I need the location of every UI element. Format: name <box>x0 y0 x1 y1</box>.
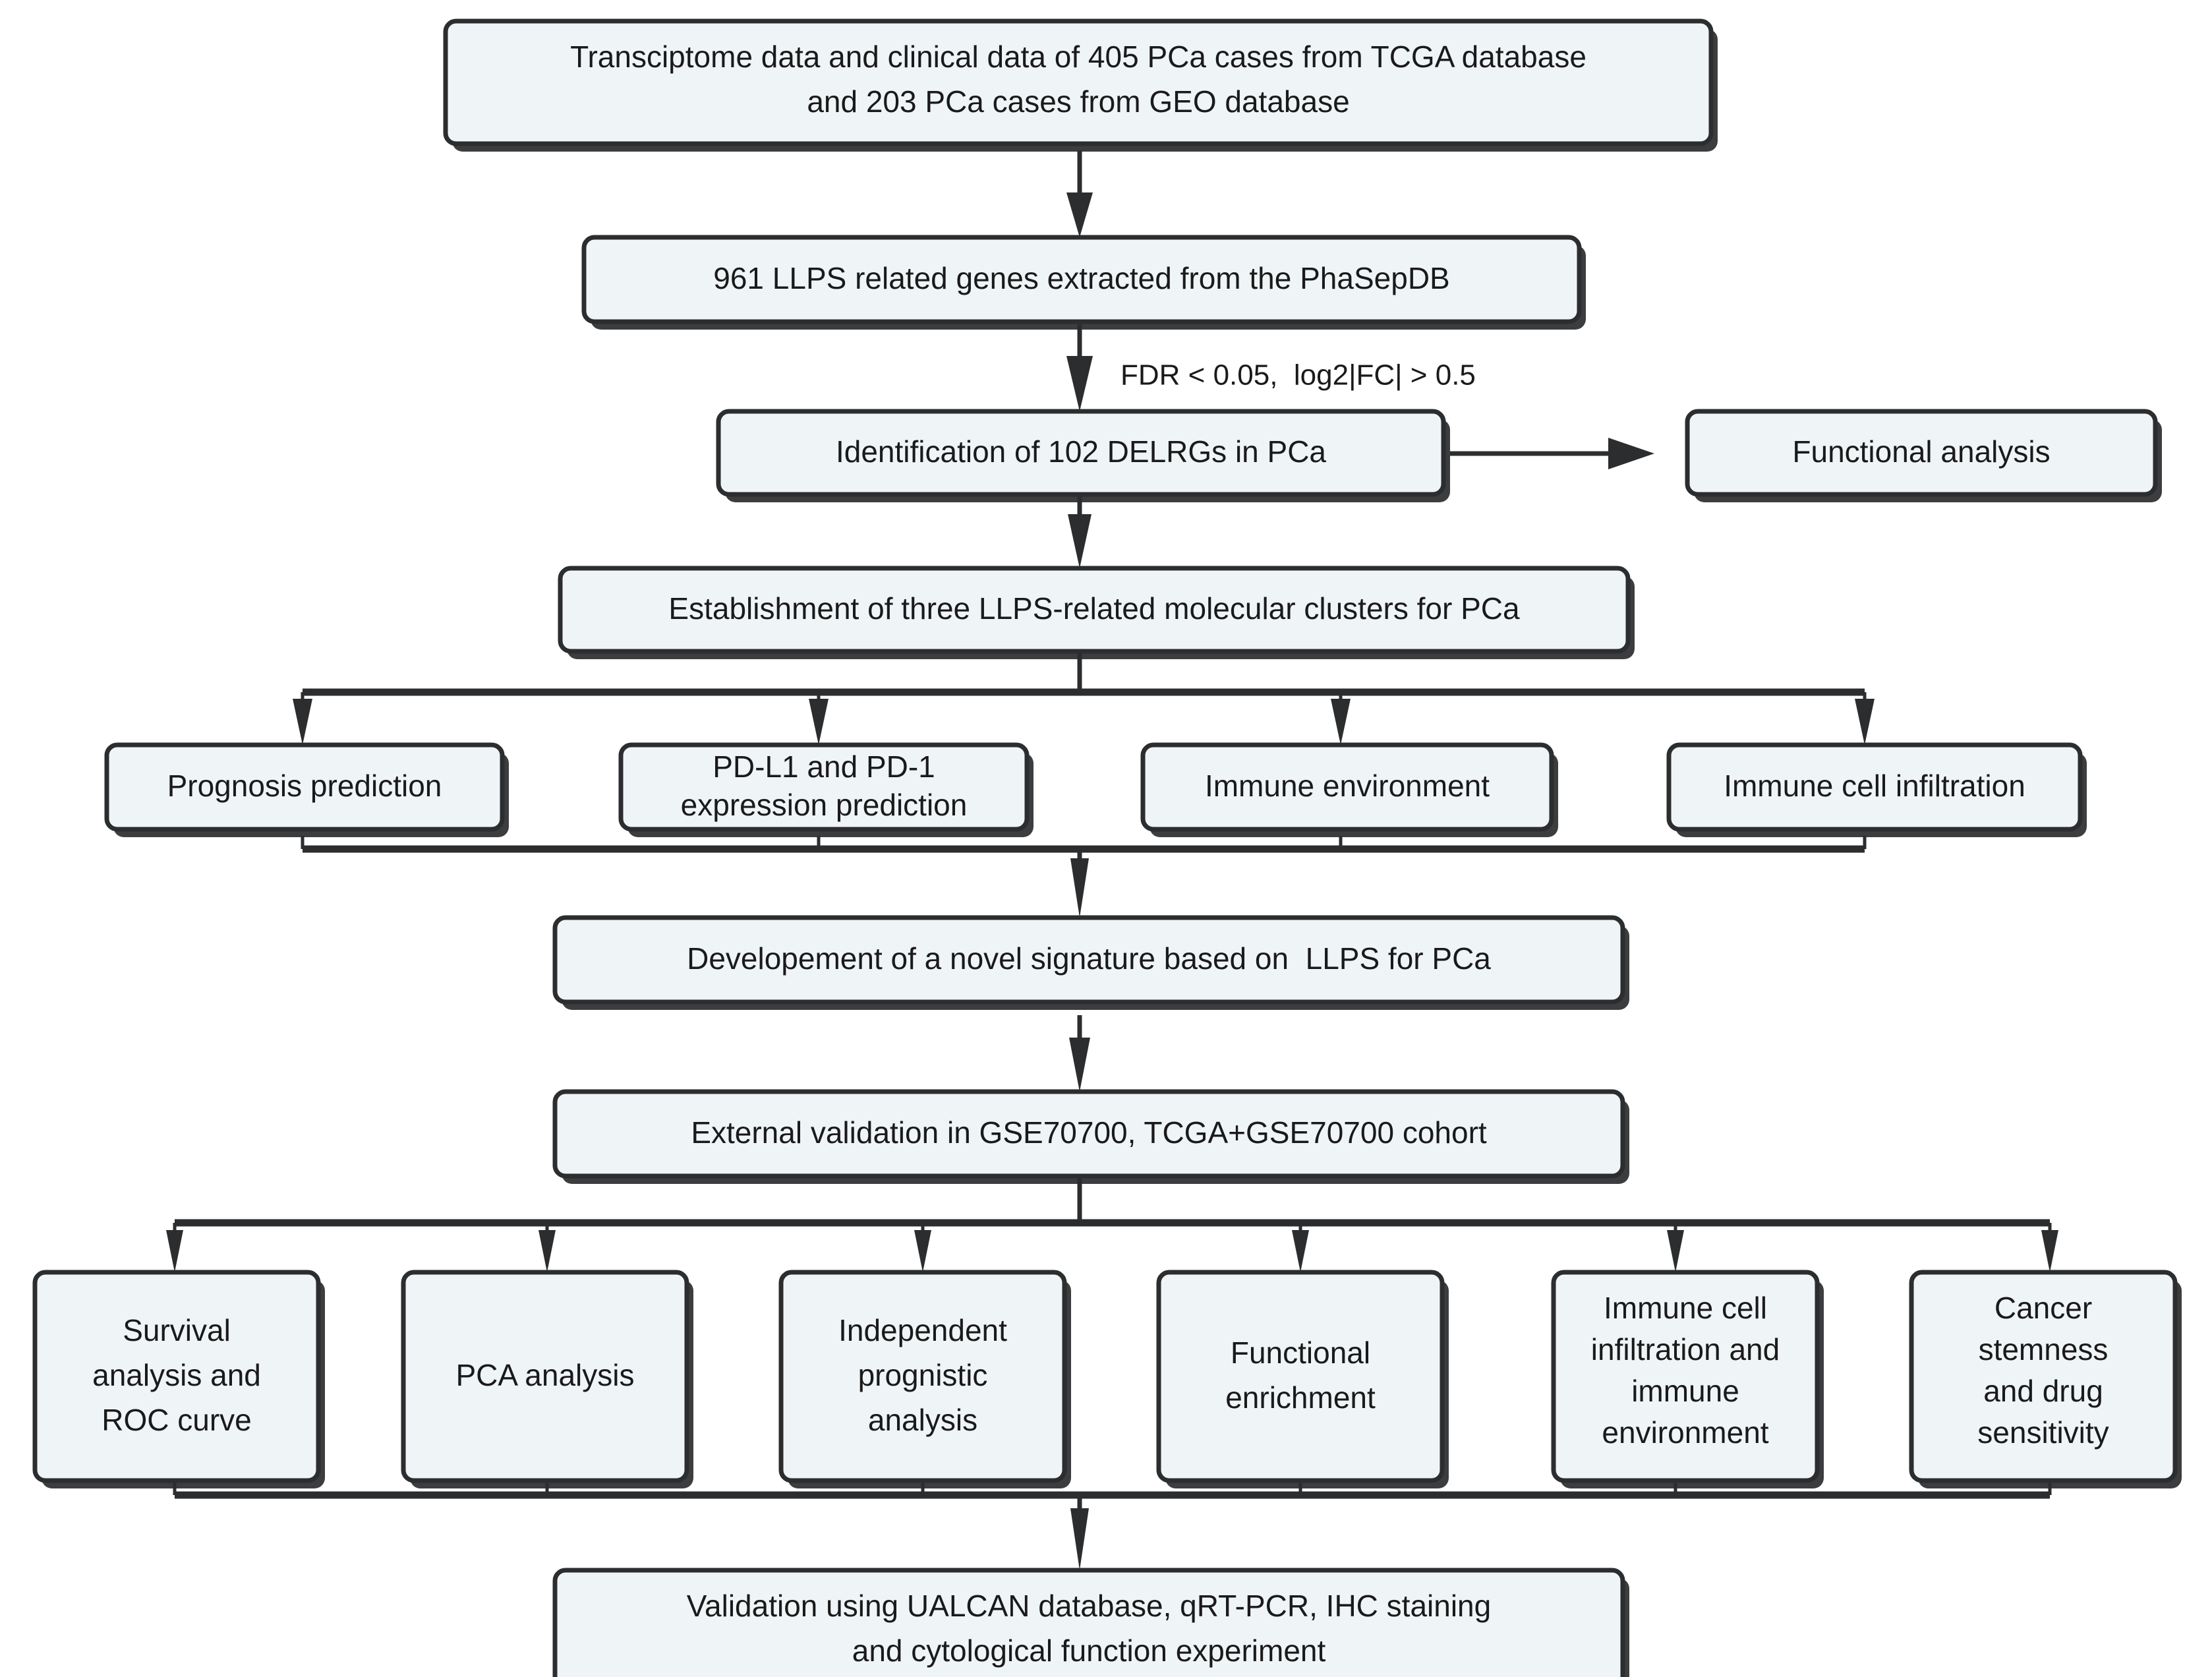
node-prognosis-prediction-box <box>104 742 505 832</box>
edge-delrgs-to-functional-analysis <box>1450 438 1654 469</box>
node-pdl1-pd1-box <box>618 742 1030 832</box>
node-clusters[interactable]: Establishment of three LLPS-related mole… <box>558 566 1635 659</box>
node-prognosis-prediction[interactable]: Prognosis prediction <box>104 742 509 837</box>
node-functional-enrichment-line-1: Functional <box>1231 1336 1370 1370</box>
node-delrgs-box <box>716 409 1446 497</box>
node-immune-cell-infiltration-box <box>1666 742 2083 832</box>
node-data-source-line-2: and 203 PCa cases from GEO database <box>807 84 1349 119</box>
node-final-validation-box <box>552 1568 1625 1677</box>
node-immune-infiltration-env-line-2: infiltration and <box>1591 1332 1780 1367</box>
edge-branch-merge-to-signature <box>301 836 1867 918</box>
node-independent-prognostic-line-3: analysis <box>868 1403 977 1437</box>
node-independent-prognostic-line-2: prognistic <box>858 1358 988 1392</box>
node-immune-infiltration-env-line-3: immune <box>1631 1374 1739 1408</box>
node-cancer-stemness-line-3: and drug <box>1983 1374 2103 1408</box>
node-immune-cell-infiltration[interactable]: Immune cell infiltration <box>1666 742 2087 837</box>
node-immune-infiltration-env[interactable]: Immune cell infiltration and immune envi… <box>1551 1270 1824 1488</box>
node-signature-development-box <box>552 915 1625 1005</box>
edge-signature-to-external-validation <box>1069 1015 1090 1092</box>
node-cancer-stemness[interactable]: Cancer stemness and drug sensitivity <box>1909 1270 2182 1488</box>
node-pca-analysis[interactable]: PCA analysis <box>401 1270 693 1488</box>
edge-delrgs-to-clusters <box>1068 493 1091 568</box>
node-llps-genes-label: 961 LLPS related genes extracted from th… <box>713 261 1449 295</box>
node-data-source[interactable]: Transciptome data and clinical data of 4… <box>443 18 1718 152</box>
node-functional-analysis-box <box>1685 409 2158 497</box>
node-survival-roc-line-2: analysis and <box>92 1358 261 1392</box>
node-llps-genes[interactable]: 961 LLPS related genes extracted from th… <box>581 235 1586 330</box>
node-delrgs[interactable]: Identification of 102 DELRGs in PCa <box>716 409 1450 502</box>
node-survival-roc[interactable]: Survival analysis and ROC curve <box>32 1270 325 1488</box>
edge-llps-genes-to-delrgs <box>1066 324 1093 411</box>
node-external-validation-label: External validation in GSE70700, TCGA+GS… <box>691 1115 1487 1150</box>
node-pca-analysis-label: PCA analysis <box>455 1358 634 1392</box>
node-pdl1-pd1-line-2: expression prediction <box>681 788 968 822</box>
node-functional-enrichment[interactable]: Functional enrichment <box>1156 1270 1449 1488</box>
node-functional-analysis[interactable]: Functional analysis <box>1685 409 2162 502</box>
node-immune-environment-box <box>1140 742 1554 832</box>
node-functional-analysis-label: Functional analysis <box>1792 434 2050 469</box>
node-functional-enrichment-box <box>1156 1270 1445 1483</box>
node-final-validation[interactable]: Validation using UALCAN database, qRT-PC… <box>552 1568 1629 1677</box>
node-immune-environment-label: Immune environment <box>1205 769 1490 803</box>
node-cancer-stemness-line-1: Cancer <box>1994 1291 2092 1325</box>
edge-label-fdr-filter: FDR < 0.05, log2|FC| > 0.5 <box>1121 359 1476 392</box>
node-pdl1-pd1-line-1: PD-L1 and PD-1 <box>713 750 935 784</box>
node-clusters-box <box>558 566 1631 654</box>
node-delrgs-label: Identification of 102 DELRGs in PCa <box>836 434 1326 469</box>
node-data-source-line-1: Transciptome data and clinical data of 4… <box>570 40 1586 74</box>
node-llps-genes-box <box>581 235 1582 324</box>
node-signature-development[interactable]: Developement of a novel signature based … <box>552 915 1629 1010</box>
node-prognosis-prediction-label: Prognosis prediction <box>167 769 442 803</box>
node-final-validation-line-2: and cytological function experiment <box>852 1633 1326 1668</box>
edge-clusters-split <box>293 643 1875 745</box>
edge-data-source-to-llps-genes <box>1066 150 1093 237</box>
node-immune-cell-infiltration-label: Immune cell infiltration <box>1724 769 2025 803</box>
node-signature-development-label: Developement of a novel signature based … <box>687 941 1491 976</box>
node-clusters-label: Establishment of three LLPS-related mole… <box>668 591 1520 626</box>
edge-external-validation-split <box>166 1173 2058 1272</box>
node-pca-analysis-box <box>401 1270 689 1483</box>
node-immune-infiltration-env-box <box>1551 1270 1820 1483</box>
node-immune-environment[interactable]: Immune environment <box>1140 742 1558 837</box>
node-external-validation-box <box>552 1089 1625 1179</box>
node-survival-roc-line-1: Survival <box>123 1313 231 1347</box>
node-cancer-stemness-box <box>1909 1270 2178 1483</box>
node-survival-roc-box <box>32 1270 321 1483</box>
node-immune-infiltration-env-line-1: Immune cell <box>1604 1291 1767 1325</box>
node-cancer-stemness-line-4: sensitivity <box>1977 1415 2109 1450</box>
edges-layer <box>166 150 2058 1570</box>
node-independent-prognostic[interactable]: Independent prognistic analysis <box>778 1270 1071 1488</box>
node-pdl1-pd1[interactable]: PD-L1 and PD-1 expression prediction <box>618 742 1033 837</box>
node-external-validation[interactable]: External validation in GSE70700, TCGA+GS… <box>552 1089 1629 1184</box>
node-immune-infiltration-env-line-4: environment <box>1602 1415 1768 1450</box>
node-cancer-stemness-line-2: stemness <box>1979 1332 2109 1367</box>
node-independent-prognostic-box <box>778 1270 1067 1483</box>
node-data-source-box <box>443 18 1714 146</box>
node-final-validation-line-1: Validation using UALCAN database, qRT-PC… <box>687 1589 1491 1623</box>
node-survival-roc-line-3: ROC curve <box>102 1403 251 1437</box>
node-independent-prognostic-line-1: Independent <box>838 1313 1007 1347</box>
node-functional-enrichment-line-2: enrichment <box>1225 1380 1376 1415</box>
